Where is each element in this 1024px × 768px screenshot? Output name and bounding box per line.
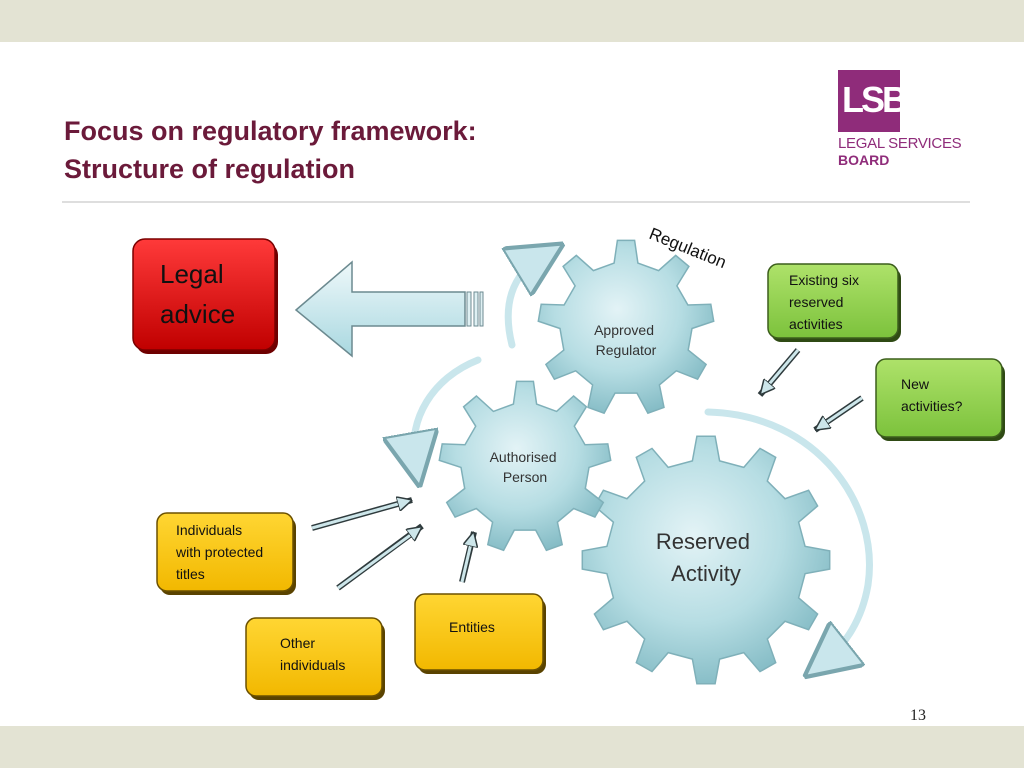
approved-regulator-gear [537,239,715,415]
new-activities-box: New activities? [875,358,1005,441]
curved-arrow-to-authorised-person [414,356,482,460]
svg-text:New activities?: New activities? [901,376,963,414]
curved-arrow-to-approved-regulator [508,258,540,349]
svg-text:Existing six reserved: Existing six reserved activities [789,272,863,332]
approved-regulator-label: Approved Regulator [594,322,658,358]
title-line-1: Focus on regulatory framework: [64,116,477,146]
thin-arrows [311,348,864,591]
existing-activities-box: Existing six reserved activities [767,263,901,342]
title-line-2: Structure of regulation [64,154,356,184]
slide-title: Focus on regulatory framework: Structure… [64,112,477,188]
authorised-person-gear [438,380,612,552]
svg-text:Legal advice: Legal advice [160,259,235,329]
logo-mark-text: LSB [842,79,908,120]
top-band [0,0,1024,42]
entities-box: Entities [414,593,546,674]
protected-titles-box: Individuals with protected titles [156,512,296,595]
legal-advice-line-2: advice [160,299,235,329]
legal-services-board-logo: LSB LEGAL SERVICES BOARD [838,70,973,170]
svg-text:Other individuals: Other individuals [280,635,345,673]
other-individuals-box: Other individuals [245,617,385,700]
authorised-person-label: Authorised Person [490,449,561,485]
legal-advice-box: Legal advice [132,238,278,354]
svg-text:Individuals with protect: Individuals with protected titles [175,522,267,582]
block-arrow-to-legal-advice [294,260,484,358]
reserved-activity-label: Reserved Activity [656,529,756,586]
legal-advice-line-1: Legal [160,259,224,289]
bottom-band [0,726,1024,768]
page-number: 13 [910,707,926,724]
reserved-activity-gear [581,435,831,685]
logo-text-line-2: BOARD [838,152,890,168]
logo-mark: LSB [838,70,908,132]
svg-text:Entities: Entities [449,619,495,635]
logo-text-line-1: LEGAL SERVICES [838,135,962,152]
title-divider [62,201,970,203]
curved-arrow-to-reserved-activity [704,408,873,660]
